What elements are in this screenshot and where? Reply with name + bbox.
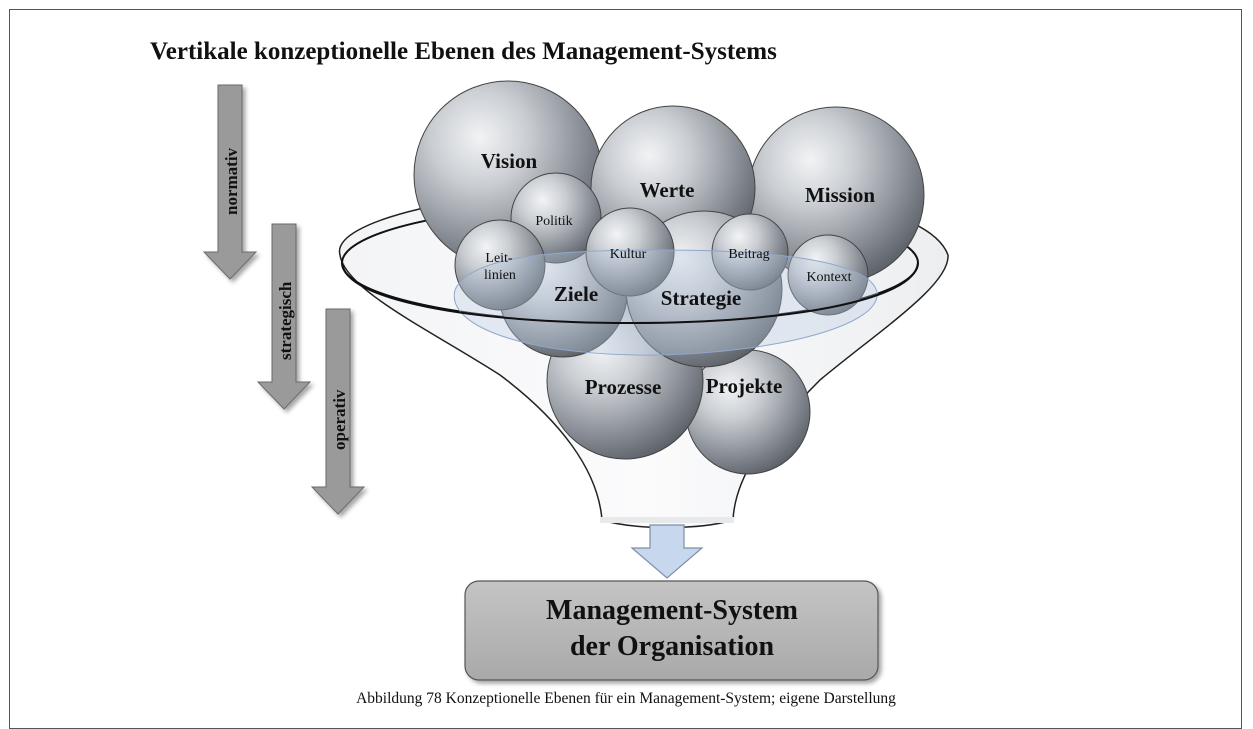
- level-label-operativ: operativ: [330, 389, 349, 450]
- label-prozesse: Prozesse: [585, 375, 662, 399]
- level-label-strategisch: strategisch: [276, 281, 295, 360]
- output-arrow: [630, 524, 704, 579]
- label-mission: Mission: [805, 183, 875, 207]
- sphere-kontext: [787, 234, 869, 316]
- arrow-strategisch: [256, 223, 312, 410]
- sphere-beitrag: [711, 213, 789, 291]
- label-vision: Vision: [481, 149, 538, 173]
- label-kultur: Kultur: [610, 247, 647, 262]
- label-beitrag: Beitrag: [728, 247, 769, 262]
- label-werte: Werte: [640, 178, 695, 202]
- result-box-line1: Management-System: [546, 595, 798, 626]
- funnel-liquid: [453, 249, 878, 356]
- funnel-rim-front: [341, 262, 919, 325]
- label-strategie: Strategie: [661, 286, 741, 310]
- figure-caption: Abbildung 78 Konzeptionelle Ebenen für e…: [356, 690, 896, 707]
- label-kontext: Kontext: [806, 270, 851, 285]
- diagram-title: Vertikale konzeptionelle Ebenen des Mana…: [150, 38, 777, 65]
- label-projekte: Projekte: [706, 374, 783, 398]
- label-ziele: Ziele: [554, 282, 598, 306]
- label-leitlinien-2: linien: [484, 268, 516, 283]
- result-box: [464, 580, 879, 681]
- label-leitlinien-1: Leit-: [485, 251, 513, 266]
- result-box-line2: der Organisation: [570, 631, 774, 662]
- sphere-leitlinien: [454, 219, 546, 311]
- arrow-operativ: [310, 308, 366, 515]
- label-politik: Politik: [535, 214, 572, 229]
- level-label-normativ: normativ: [222, 147, 241, 215]
- arrow-normativ: [202, 84, 258, 280]
- sphere-projekte: [685, 349, 811, 475]
